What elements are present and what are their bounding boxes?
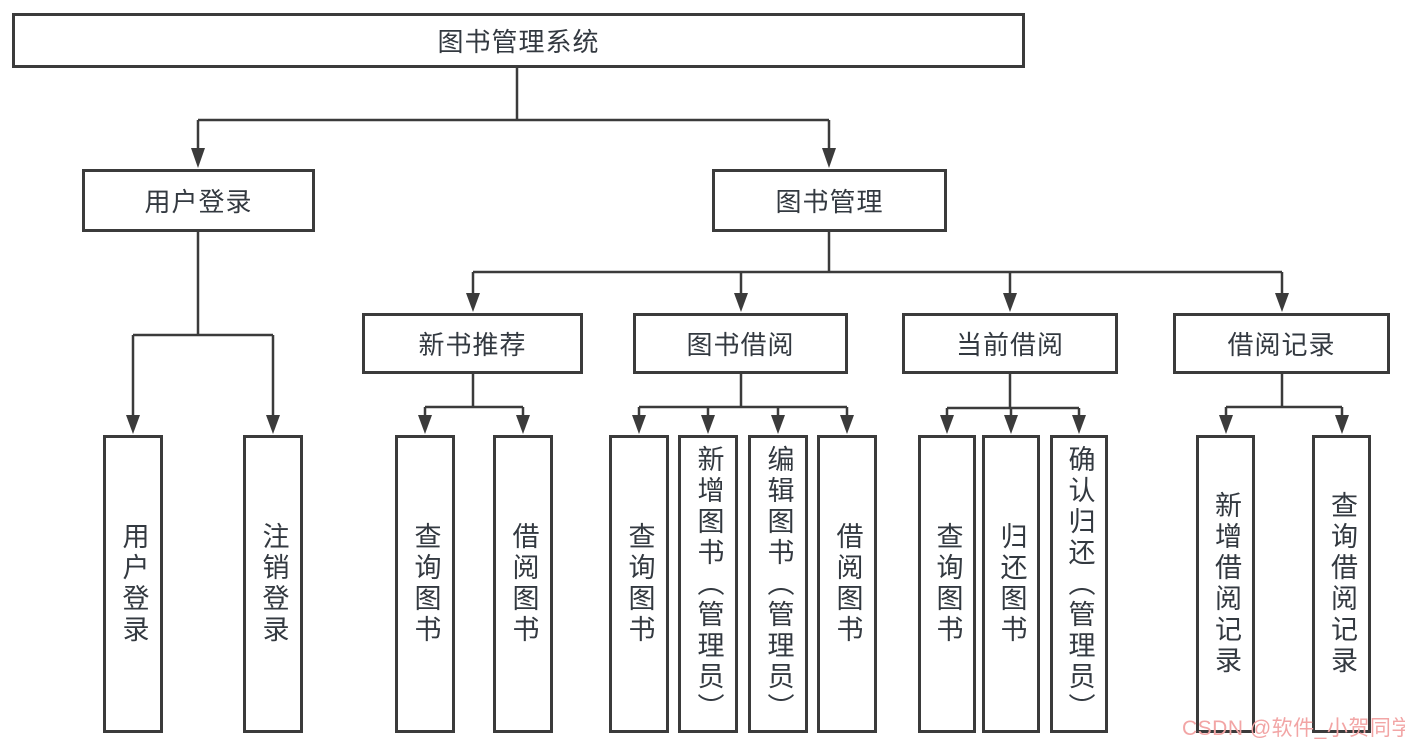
edge-current-borrow-to-leaves (945, 374, 1081, 419)
arrowheads (126, 148, 1349, 434)
node-book-borrow: 图书借阅 (633, 313, 848, 374)
node-root: 图书管理系统 (12, 13, 1025, 68)
leaf-logout: 注销登录 (243, 435, 303, 733)
leaf-query-book-borrow: 查询图书 (609, 435, 669, 733)
leaf-edit-book-admin: 编辑图书（管理员） (748, 435, 808, 733)
leaf-add-borrow-record: 新增借阅记录 (1196, 435, 1255, 733)
edge-new-book-recommend-to-leaves (423, 374, 525, 419)
leaf-query-borrow-record: 查询借阅记录 (1312, 435, 1371, 733)
node-borrow-records: 借阅记录 (1173, 313, 1390, 374)
leaf-query-book-recommend: 查询图书 (395, 435, 455, 733)
leaf-user-login: 用户登录 (103, 435, 163, 733)
node-book-management: 图书管理 (712, 169, 947, 232)
edge-root-to-level2 (196, 68, 831, 151)
leaf-return-book: 归还图书 (982, 435, 1040, 733)
node-current-borrow: 当前借阅 (902, 313, 1118, 374)
leaf-borrow-book: 借阅图书 (817, 435, 877, 733)
leaf-add-book-admin: 新增图书（管理员） (678, 435, 738, 733)
watermark: CSDN @软件_小贺同学 (1182, 717, 1405, 740)
edge-user-login-to-leaves (131, 232, 275, 418)
edge-book-borrow-to-leaves (637, 374, 849, 419)
edge-book-management-to-level3 (471, 232, 1284, 296)
edge-borrow-records-to-leaves (1224, 374, 1344, 419)
node-user-login: 用户登录 (82, 169, 315, 232)
leaf-borrow-book-recommend: 借阅图书 (493, 435, 553, 733)
leaf-confirm-return-admin: 确认归还（管理员） (1050, 435, 1108, 733)
node-new-book-recommend: 新书推荐 (362, 313, 583, 374)
leaf-query-book-current: 查询图书 (918, 435, 976, 733)
